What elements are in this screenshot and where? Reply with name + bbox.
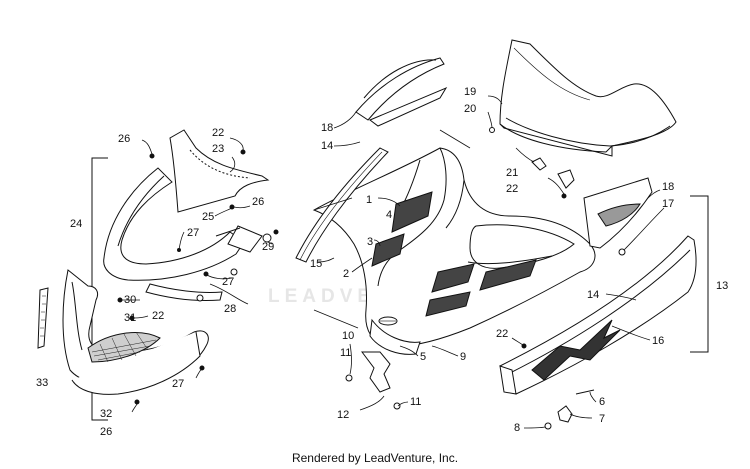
callout-24: 24 [70,218,83,230]
callout-3: 3 [367,236,374,248]
callout-18-left: 18 [321,122,334,134]
callout-27-mid: 27 [222,276,235,288]
bottom-skid [145,283,223,301]
hood-intake-3 [371,233,405,267]
callout-20: 20 [464,103,477,115]
windshield-bracket [531,157,547,171]
bracket-13 [690,195,709,353]
callout-5: 5 [420,351,427,363]
hood-vent-left [431,263,475,293]
mesh-panel [87,332,161,363]
callout-28: 28 [224,303,237,315]
callout-32: 32 [100,408,113,420]
side-slat [37,287,49,349]
side-trim-left [295,147,389,263]
callout-21: 21 [506,167,519,179]
callout-4: 4 [386,209,393,221]
callout-29: 29 [262,241,275,253]
hood-vent-lower [425,291,471,317]
hood-body [312,147,596,347]
callout-12: 12 [337,409,350,421]
callout-30: 30 [124,294,137,306]
callout-25: 25 [202,211,215,223]
callout-14-left: 14 [321,140,334,152]
top-trim [355,57,445,121]
callout-22-right: 22 [496,328,509,340]
callout-19: 19 [464,86,477,98]
callout-33: 33 [36,377,49,389]
hood-vent-right [479,259,537,291]
hood-intake-4 [391,191,433,233]
callout-22-left: 22 [152,310,165,322]
curved-lower-panel [103,167,245,281]
callout-31: 31 [124,312,137,324]
callout-10: 10 [342,330,355,342]
callout-27-lower: 27 [172,378,185,390]
callout-27-upper: 27 [187,227,200,239]
callout-7: 7 [599,413,606,425]
callout-17: 17 [662,198,675,210]
callout-26-mid: 26 [252,196,265,208]
callout-22-center: 22 [506,183,519,195]
callout-2: 2 [343,268,350,280]
callout-26-bottom: 26 [100,426,113,438]
callout-6: 6 [599,396,606,408]
hood-hinge-bracket [361,351,391,393]
callout-15: 15 [310,258,323,270]
render-credit: Rendered by LeadVenture, Inc. [291,451,459,465]
callout-18-right: 18 [662,181,675,193]
callout-13: 13 [716,280,729,292]
callout-11-upper: 11 [340,347,352,359]
callout-14-right: 14 [587,289,600,301]
callout-1: 1 [366,194,373,206]
side-bracket-7 [557,405,573,423]
callout-8: 8 [514,422,521,434]
callout-22-top: 22 [212,127,225,139]
windshield [499,39,677,153]
callout-11-lower: 11 [410,396,422,408]
callout-26-top: 26 [118,133,131,145]
callout-23: 23 [212,143,225,155]
callout-9: 9 [460,351,467,363]
callout-16: 16 [652,335,665,347]
